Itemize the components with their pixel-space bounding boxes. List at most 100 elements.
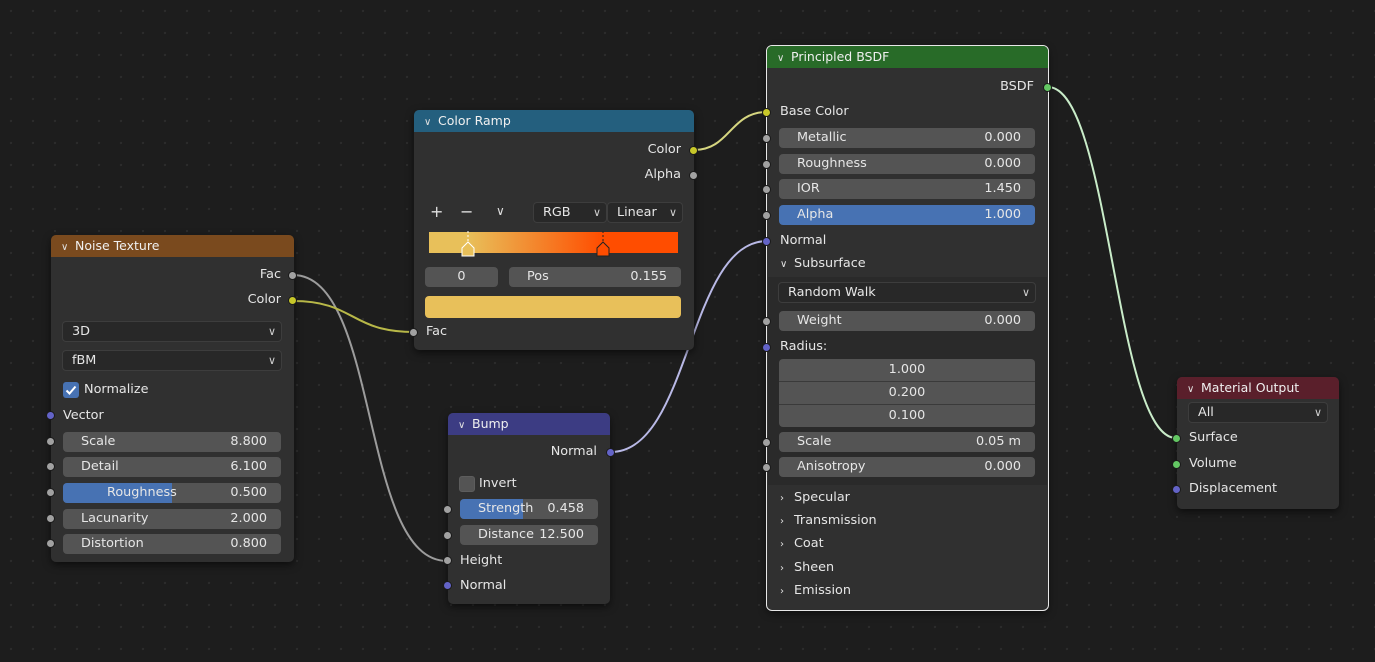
color-ramp-header[interactable]: ∨Color Ramp — [414, 110, 694, 132]
coat-panel-toggle[interactable]: ›Coat — [780, 534, 824, 554]
material-output-header[interactable]: ∨Material Output — [1177, 377, 1339, 399]
roughness-label: Roughness — [797, 156, 867, 171]
input-fac-socket[interactable] — [409, 328, 418, 337]
input-alpha-socket[interactable] — [762, 211, 771, 220]
ramp-stop-marker[interactable] — [596, 231, 610, 257]
radius-z-field[interactable]: 0.100 — [888, 408, 926, 423]
invert-checkbox[interactable] — [459, 476, 475, 492]
collapse-chevron-icon[interactable]: ∨ — [61, 242, 69, 253]
chevron-down-icon: ∨ — [592, 206, 601, 219]
ramp-menu-button[interactable]: ∨ — [496, 204, 505, 218]
color-mode-dropdown[interactable]: RGB ∨ — [533, 202, 607, 223]
radius-label: Radius: — [780, 339, 828, 354]
output-color-socket[interactable] — [689, 146, 698, 155]
output-normal-socket[interactable] — [606, 448, 615, 457]
input-displacement-socket[interactable] — [1172, 485, 1181, 494]
input-scale-socket[interactable] — [46, 437, 55, 446]
output-color-socket[interactable] — [288, 296, 297, 305]
input-normal-socket[interactable] — [443, 581, 452, 590]
chevron-right-icon: › — [780, 563, 784, 574]
input-normal-socket[interactable] — [762, 237, 771, 246]
collapse-chevron-icon[interactable]: ∨ — [1187, 384, 1195, 395]
principled-bsdf-header[interactable]: ∨Principled BSDF — [767, 46, 1048, 68]
stop-marker-icon — [596, 231, 610, 257]
output-bsdf-socket[interactable] — [1043, 83, 1052, 92]
input-height-socket[interactable] — [443, 556, 452, 565]
add-stop-button[interactable]: + — [430, 202, 444, 221]
material-output-node[interactable]: ∨Material Output All∨ Surface Volume Dis… — [1172, 377, 1339, 509]
input-strength-socket[interactable] — [443, 505, 452, 514]
color-ramp-node[interactable]: ∨Color Ramp Color Alpha + − ∨ RGB∨ Linea… — [409, 110, 698, 350]
noise-type-dropdown[interactable]: fBM∨ — [62, 350, 282, 371]
input-detail-socket[interactable] — [46, 462, 55, 471]
bump-header[interactable]: ∨Bump — [448, 413, 610, 435]
noise-texture-header[interactable]: ∨Noise Texture — [51, 235, 294, 257]
input-lacunarity-socket[interactable] — [46, 514, 55, 523]
input-roughness-socket[interactable] — [762, 160, 771, 169]
roughness-value: 0.000 — [984, 156, 1021, 171]
metallic-label: Metallic — [797, 130, 847, 145]
remove-stop-button[interactable]: − — [460, 202, 474, 221]
input-distance-socket[interactable] — [443, 531, 452, 540]
transmission-label: Transmission — [794, 513, 877, 528]
render-target-dropdown[interactable]: All∨ — [1188, 402, 1328, 423]
dimensions-dropdown[interactable]: 3D∨ — [62, 321, 282, 342]
sheen-label: Sheen — [794, 560, 835, 575]
chevron-down-icon: ∨ — [1021, 286, 1030, 299]
noise-texture-node[interactable]: ∨Noise Texture Fac Color 3D∨ fBM∨ Normal… — [46, 235, 297, 562]
interpolation-dropdown[interactable]: Linear∨ — [607, 202, 683, 223]
color-mode-value: RGB — [543, 205, 571, 220]
chevron-down-icon: ∨ — [267, 354, 276, 367]
input-weight-socket[interactable] — [762, 317, 771, 326]
input-subsurface-scale-socket[interactable] — [762, 438, 771, 447]
subsurface-method-dropdown[interactable]: Random Walk∨ — [778, 282, 1036, 303]
input-radius-socket[interactable] — [762, 343, 771, 352]
input-surface-socket[interactable] — [1172, 434, 1181, 443]
stop-color-swatch[interactable] — [425, 296, 681, 318]
input-ior-socket[interactable] — [762, 185, 771, 194]
collapse-chevron-icon[interactable]: ∨ — [424, 117, 432, 128]
input-roughness-socket[interactable] — [46, 488, 55, 497]
input-volume-socket[interactable] — [1172, 460, 1181, 469]
input-vector-socket[interactable] — [46, 411, 55, 420]
radius-vector-field[interactable]: 1.000 0.200 0.100 — [779, 359, 1035, 427]
roughness-field[interactable]: Roughness 0.000 — [779, 154, 1035, 174]
color-ramp-gradient[interactable] — [429, 232, 678, 253]
output-alpha-socket[interactable] — [689, 171, 698, 180]
ramp-stop-marker-active[interactable] — [461, 231, 475, 257]
stop-index-field[interactable]: 0 — [425, 267, 498, 287]
subsurface-panel-toggle[interactable]: ∨Subsurface — [780, 254, 866, 274]
collapse-chevron-icon[interactable]: ∨ — [458, 420, 466, 431]
input-metallic-socket[interactable] — [762, 134, 771, 143]
output-fac-socket[interactable] — [288, 271, 297, 280]
principled-bsdf-node[interactable]: ∨Principled BSDF BSDF Base Color Metalli… — [762, 45, 1052, 611]
input-distortion-socket[interactable] — [46, 539, 55, 548]
radius-y-field[interactable]: 0.200 — [779, 382, 1035, 405]
normalize-label: Normalize — [84, 382, 149, 397]
radius-x-field[interactable]: 1.000 — [779, 359, 1035, 382]
input-base-color-socket[interactable] — [762, 108, 771, 117]
collapse-chevron-icon[interactable]: ∨ — [777, 53, 785, 64]
normalize-checkbox[interactable] — [63, 382, 79, 398]
scale-value: 8.800 — [230, 434, 267, 449]
specular-panel-toggle[interactable]: ›Specular — [780, 488, 850, 508]
sheen-panel-toggle[interactable]: › Sheen — [780, 558, 834, 578]
transmission-panel-toggle[interactable]: ›Transmission — [780, 511, 877, 531]
input-anisotropy-socket[interactable] — [762, 463, 771, 472]
emission-panel-toggle[interactable]: ›Emission — [780, 581, 851, 601]
